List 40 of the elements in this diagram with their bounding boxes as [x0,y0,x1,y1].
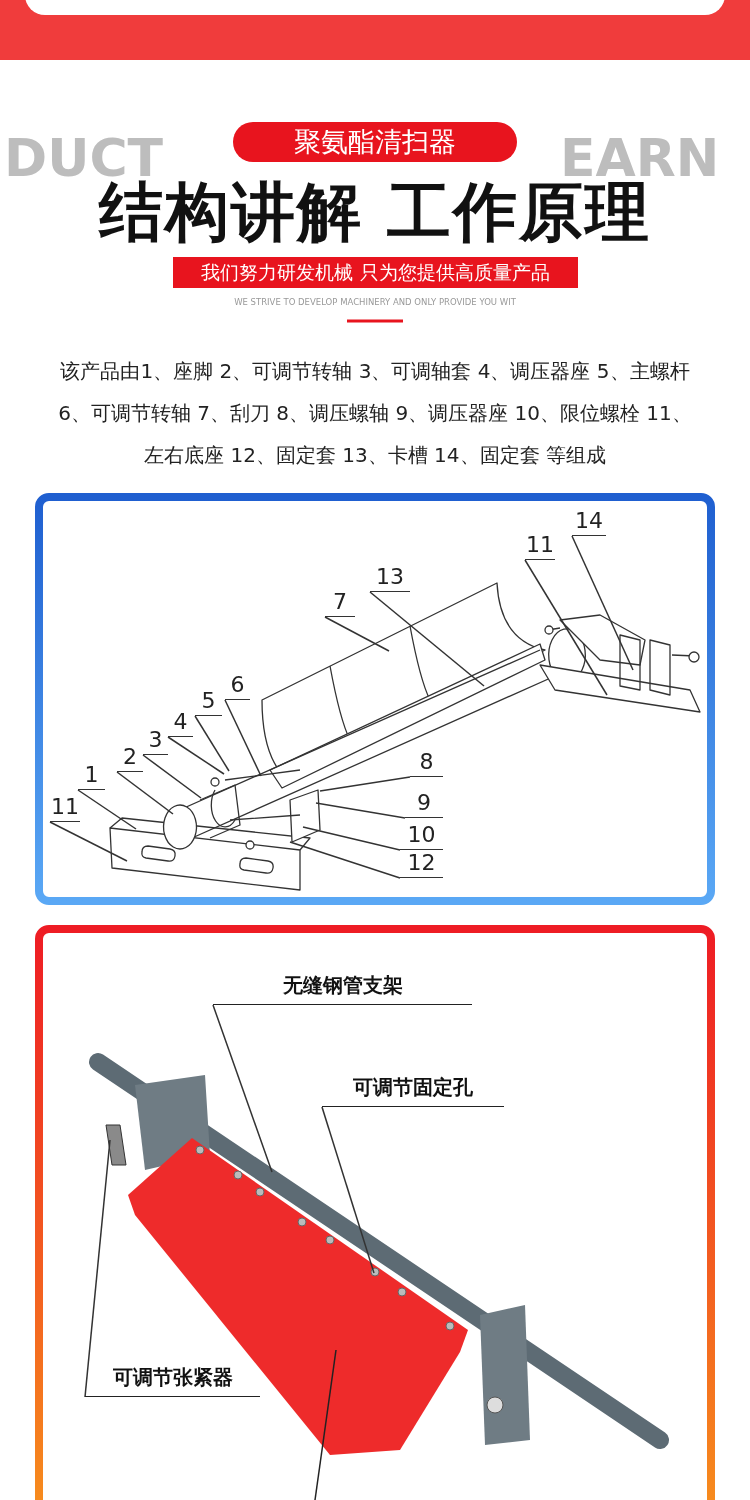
callout-number: 11 [525,532,555,560]
description-text: 该产品由1、座脚 2、可调节转轴 3、可调轴套 4、调压器座 5、主螺杆 6、可调节转轴 7、刮刀 8、调压螺轴 9、调压器座 10、限位螺栓 11、左右底座 12、固定套 13、卡槽 14、固定套 等组成 [57,358,693,469]
callout-label: 可调节张紧器 [85,1363,260,1397]
leader-line [315,802,406,819]
leader-line [212,1004,273,1173]
heading-pill: 聚氨酯清扫器 [233,122,517,162]
callout-label: 无缝钢管支架 [213,971,472,1005]
callout-number: 8 [410,749,443,777]
subtitle-text: WE STRIVE TO DEVELOP MACHINERY AND ONLY PROVIDE YOU WIT [233,296,517,308]
callout-number: 6 [225,672,250,700]
callout-number: 2 [117,744,143,772]
leader-line [49,821,128,862]
leader-line [324,616,390,652]
leader-line [321,1106,375,1274]
leader-line [524,559,608,696]
leader-line [167,736,225,775]
leader-line [319,776,411,792]
callout-number: 11 [50,794,80,822]
callout-number: 14 [572,508,606,536]
callout-number: 9 [405,790,443,818]
leader-line [84,1139,111,1398]
slogan-banner: 我们努力研发机械 只为您提供高质量产品 [173,257,578,288]
callout-label: 可调节固定孔 [322,1073,504,1107]
leader-line [571,535,634,671]
leader-line [142,754,202,799]
leader-line [77,789,137,830]
callout-number: 4 [168,709,193,737]
callout-number: 7 [325,589,355,617]
callout-number: 5 [195,688,222,716]
leader-line [369,591,485,687]
callout-number: 3 [143,727,168,755]
leader-line [302,826,401,851]
leader-line [116,771,174,815]
leader-line [224,699,262,777]
callout-number: 13 [370,564,410,592]
leader-line [194,715,230,772]
callout-number: 12 [400,850,443,878]
callout-number: 10 [400,822,443,850]
leader-line [289,841,401,879]
callout-number: 1 [78,762,105,790]
